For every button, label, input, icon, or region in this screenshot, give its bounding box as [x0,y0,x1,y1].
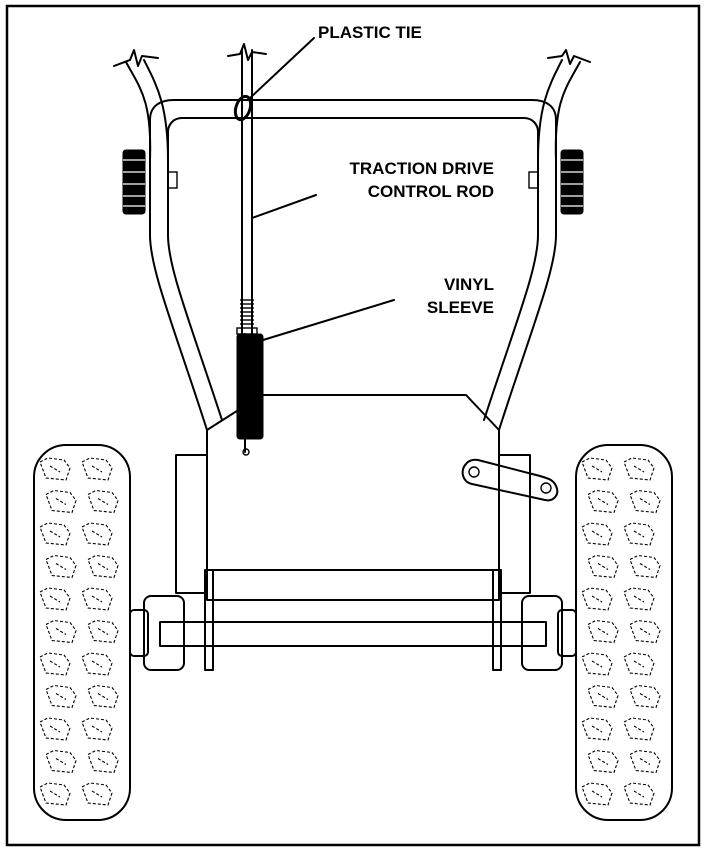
wheel-right [575,444,673,821]
deck-housing [129,394,577,671]
lower-bar [206,569,500,601]
break-mark-right [547,49,591,65]
wheel-left [33,444,131,821]
bracket-right [528,171,539,189]
handle-left-inner [143,59,223,421]
label-plastic-tie: PLASTIC TIE [318,23,422,42]
handle-assembly [113,49,591,431]
handle-left-outer [125,61,208,431]
label-control-rod-line2: CONTROL ROD [368,182,494,201]
break-mark-rod [227,43,267,61]
plastic-tie-loop [233,94,253,122]
axle-tube [159,621,547,647]
label-control-rod-line1: TRACTION DRIVE [350,159,495,178]
shift-lever [461,458,559,502]
strut-right [492,569,502,671]
hub-right [521,595,563,671]
handle-right-outer [498,61,581,431]
label-vinyl-sleeve-line1: VINYL [444,275,494,294]
label-vinyl-sleeve-line2: SLEEVE [427,298,494,317]
strut-left [204,569,214,671]
deck-main-body [206,429,500,571]
handle-right-inner [483,59,563,421]
leader-plastic-tie [249,37,315,99]
side-plate-left [175,454,208,594]
knob-right [560,149,584,215]
hub-cap-left [129,609,149,657]
leader-vinyl-sleeve [262,299,395,341]
handle-crossbar-inner [167,117,539,161]
hub-left [143,595,185,671]
vinyl-sleeve [236,333,264,440]
hub-cap-right [557,609,577,657]
bracket-left [167,171,178,189]
knob-left [122,149,146,215]
figure-border [5,4,701,847]
rod-nut [236,327,258,335]
rod-end [242,448,250,456]
tread-pattern-right [581,457,661,806]
deck-top-plate [206,394,500,431]
side-plate-right [498,454,531,594]
rod-threads [240,299,254,325]
tread-pattern-left [39,457,119,806]
leader-control-rod [251,194,317,219]
break-mark-left [113,49,159,67]
handle-crossbar-outer [149,99,557,161]
